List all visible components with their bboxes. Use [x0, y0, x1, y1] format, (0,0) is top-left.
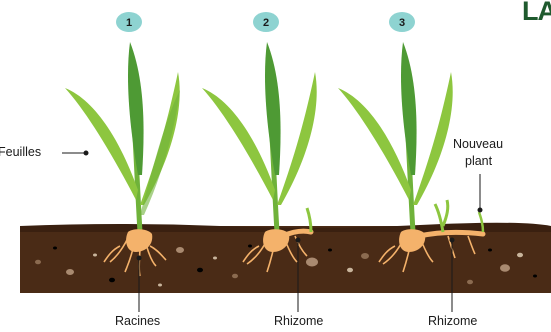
label-feuilles: Feuilles: [0, 145, 41, 159]
soil-particle: [66, 269, 74, 275]
stage-number-1: 1: [126, 17, 132, 29]
soil-particle: [109, 278, 115, 283]
soil-particle: [500, 264, 510, 272]
soil-particle: [328, 249, 332, 252]
soil-particle: [53, 247, 57, 250]
stage-number-2: 2: [263, 17, 269, 29]
label-nouveau: Nouveau: [453, 137, 503, 151]
soil-particle: [517, 253, 523, 258]
label-rhizome-1: Rhizome: [274, 314, 323, 328]
soil-particle: [467, 280, 473, 285]
soil-particle: [176, 247, 184, 253]
soil-particle: [158, 284, 162, 287]
stage-badge-2: 2: [253, 12, 279, 32]
stage-number-3: 3: [399, 17, 405, 29]
soil-particle: [488, 249, 492, 252]
stage-badge-3: 3: [389, 12, 415, 32]
soil-particle: [197, 268, 203, 273]
soil-particle: [213, 257, 217, 260]
soil-particle: [248, 245, 252, 248]
soil-particle: [533, 275, 537, 278]
soil-particle: [361, 253, 369, 259]
soil-particle: [306, 258, 318, 267]
label-racines: Racines: [115, 314, 160, 328]
label-plant: plant: [465, 154, 492, 168]
soil-particle: [93, 254, 97, 257]
soil-particle: [35, 260, 41, 265]
soil-particle: [347, 268, 353, 273]
soil-particle: [232, 274, 238, 279]
label-rhizome-2: Rhizome: [428, 314, 477, 328]
stage-badge-1: 1: [116, 12, 142, 32]
